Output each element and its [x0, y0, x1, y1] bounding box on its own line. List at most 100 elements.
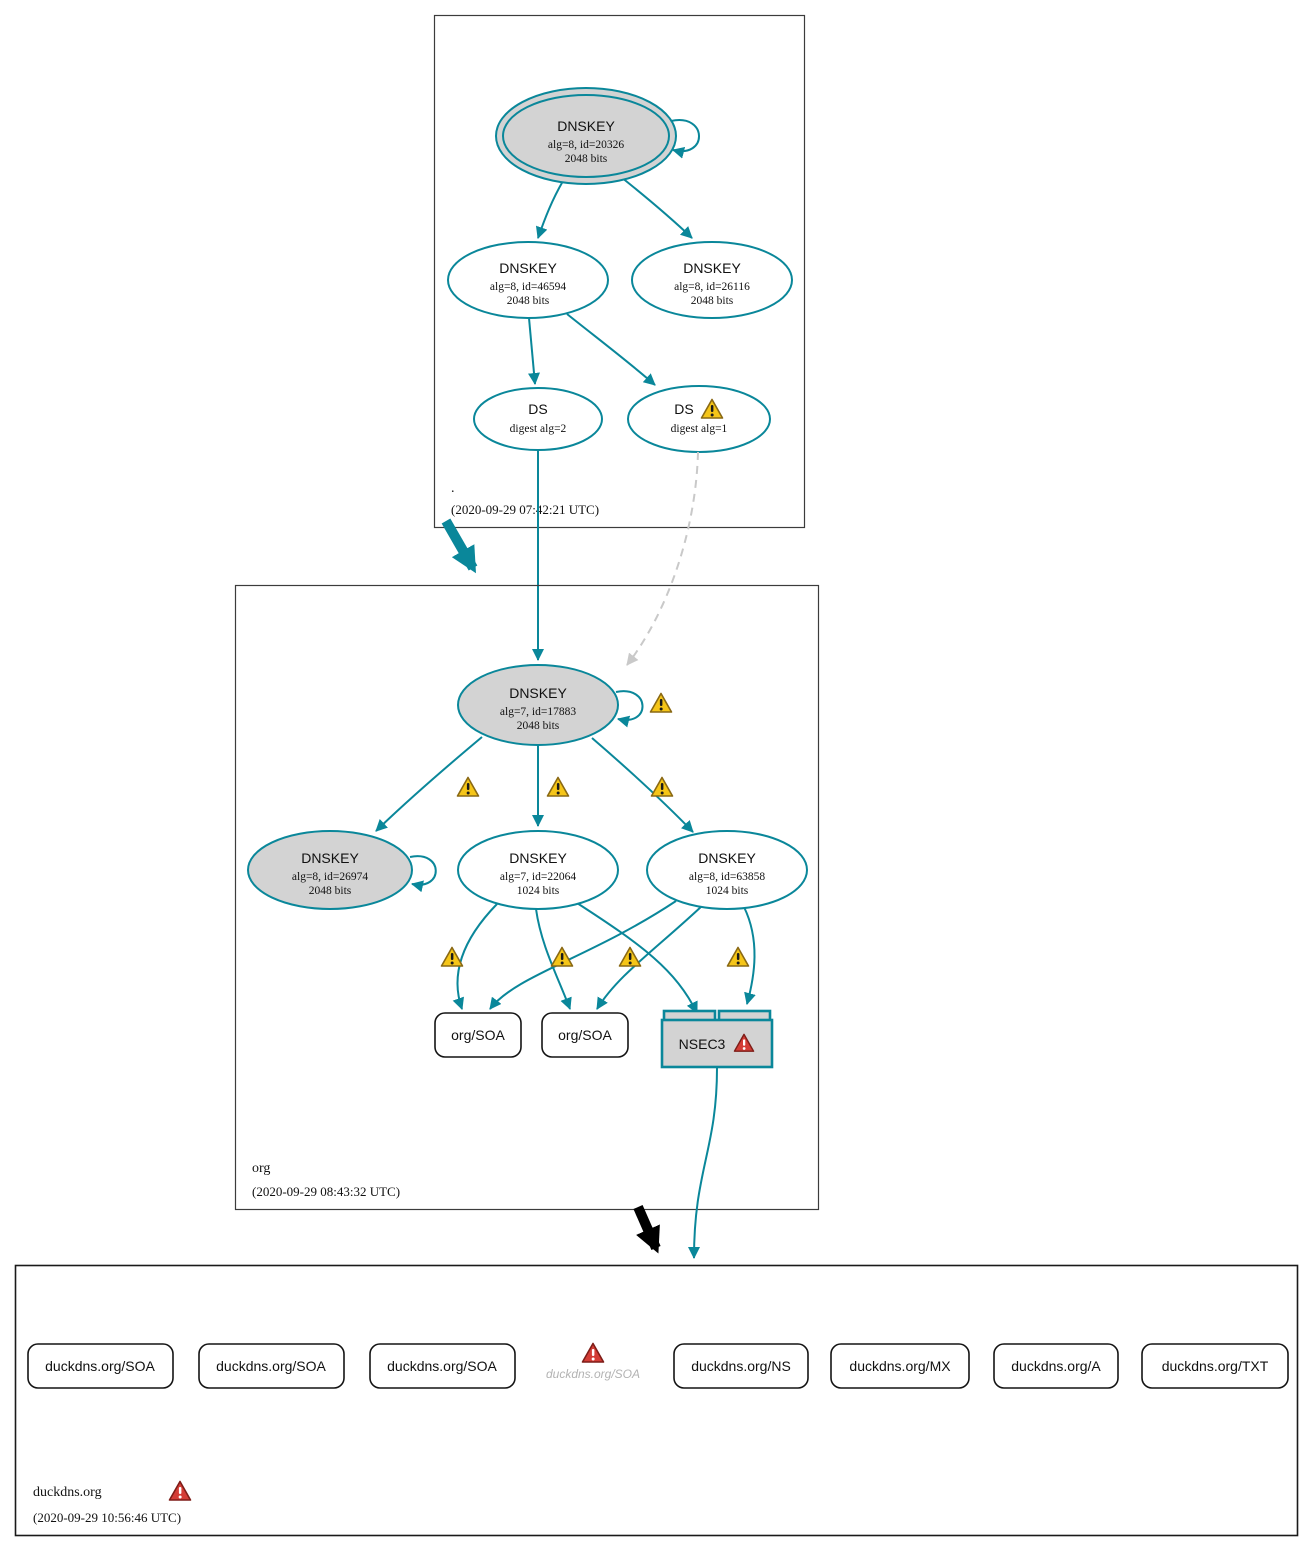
- node-org-dnskey-26974-title: DNSKEY: [301, 850, 359, 866]
- node-duckdns-ns: duckdns.org/NS: [673, 1343, 809, 1389]
- node-org-dnskey-63858-detail: alg=8, id=63858: [689, 871, 765, 883]
- node-org-dnskey-26974: DNSKEY alg=8, id=26974 2048 bits: [247, 830, 413, 910]
- node-org-soa-left: org/SOA: [434, 1012, 522, 1058]
- node-root-ds-alg1-detail: digest alg=1: [671, 423, 728, 435]
- edge-root-ksk-selfsign: [670, 119, 700, 159]
- node-org-soa-right-shape: [541, 1012, 629, 1058]
- node-org-dnskey-22064-shape: [457, 830, 619, 910]
- node-root-dnskey-26116: DNSKEY alg=8, id=26116 2048 bits: [631, 241, 793, 319]
- node-org-ksk-shape: [457, 664, 619, 746]
- edge-22064-to-soa-left: [452, 903, 498, 1010]
- node-org-soa-right: org/SOA: [541, 1012, 629, 1058]
- zone-duckdns-label: duckdns.org: [33, 1485, 102, 1500]
- error-icon: [581, 1342, 605, 1363]
- node-duckdns-ns-shape: [673, 1343, 809, 1389]
- zone-org: DNSKEY alg=7, id=17883 2048 bits DNSKEY …: [234, 584, 820, 1211]
- edge-22064-to-soa-right: [535, 908, 572, 1010]
- zone-org-label: org: [252, 1161, 270, 1176]
- zone-duckdns-timestamp: (2020-09-29 10:56:46 UTC): [33, 1510, 181, 1525]
- node-duckdns-mx: duckdns.org/MX: [830, 1343, 970, 1389]
- warning-icon: [650, 776, 674, 797]
- warning-icon: [649, 692, 673, 713]
- node-root-ds-alg1: DS digest alg=1: [627, 385, 771, 453]
- node-root-ksk-outer: [495, 87, 677, 185]
- node-root-ksk-dnskey-20326: DNSKEY alg=8, id=20326 2048 bits: [495, 87, 677, 185]
- node-duckdns-a-label: duckdns.org/A: [1011, 1358, 1101, 1374]
- edge-ds1-to-org-ksk-insecure: [626, 451, 699, 666]
- warning-icon: [456, 776, 480, 797]
- node-org-nsec3-shape: [660, 1018, 774, 1069]
- node-root-dnskey-26116-shape: [631, 241, 793, 319]
- node-duckdns-soa-1-shape: [27, 1343, 174, 1389]
- warning-icon: [550, 946, 574, 967]
- edge-delegation-org-to-duckdns: [633, 1204, 661, 1254]
- node-root-dnskey-46594-size: 2048 bits: [507, 295, 550, 307]
- zone-org-border: [234, 584, 820, 1211]
- node-root-ds-alg1-title: DS: [674, 401, 693, 417]
- node-duckdns-soa-3-label: duckdns.org/SOA: [387, 1358, 497, 1374]
- node-root-dnskey-46594-shape: [447, 241, 609, 319]
- node-org-ksk-title: DNSKEY: [509, 685, 567, 701]
- node-root-ds-alg2-title: DS: [528, 401, 547, 417]
- edge-root-ksk-to-zsk-right: [620, 176, 693, 239]
- node-root-dnskey-26116-detail: alg=8, id=26116: [674, 281, 750, 293]
- node-org-nsec3: NSEC3: [660, 1009, 774, 1069]
- node-root-dnskey-46594-title: DNSKEY: [499, 260, 557, 276]
- node-org-dnskey-22064-title: DNSKEY: [509, 850, 567, 866]
- node-org-dnskey-63858-size: 1024 bits: [706, 885, 749, 897]
- node-org-dnskey-63858-title: DNSKEY: [698, 850, 756, 866]
- node-root-ds-alg1-shape: [627, 385, 771, 453]
- node-duckdns-soa-2-shape: [198, 1343, 345, 1389]
- node-root-dnskey-46594-detail: alg=8, id=46594: [490, 281, 566, 293]
- edge-root-ksk-to-zsk-left: [535, 180, 564, 239]
- node-org-dnskey-22064-detail: alg=7, id=22064: [500, 871, 576, 883]
- node-org-dnskey-22064: DNSKEY alg=7, id=22064 1024 bits: [457, 830, 619, 910]
- warning-icon: [618, 946, 642, 967]
- node-org-nsec3-label: NSEC3: [679, 1036, 726, 1052]
- node-root-dnskey-46594: DNSKEY alg=8, id=46594 2048 bits: [447, 241, 609, 319]
- warning-icon: [546, 776, 570, 797]
- edge-nsec3-to-duckdns: [688, 1067, 718, 1259]
- node-root-ksk-detail: alg=8, id=20326: [548, 139, 624, 151]
- error-icon: [168, 1480, 192, 1501]
- node-duckdns-soa-3-shape: [369, 1343, 516, 1389]
- node-duckdns-soa-1-label: duckdns.org/SOA: [45, 1358, 155, 1374]
- node-duckdns-a-shape: [993, 1343, 1119, 1389]
- node-root-ds-alg2: DS digest alg=2: [473, 387, 603, 451]
- node-org-dnskey-63858: DNSKEY alg=8, id=63858 1024 bits: [646, 830, 808, 910]
- edge-delegation-root-to-org: [441, 518, 478, 574]
- node-org-soa-left-shape: [434, 1012, 522, 1058]
- node-org-dnskey-26974-shape: [247, 830, 413, 910]
- zone-root-border: [433, 14, 806, 529]
- node-root-dnskey-26116-title: DNSKEY: [683, 260, 741, 276]
- node-duckdns-txt: duckdns.org/TXT: [1141, 1343, 1289, 1389]
- node-org-dnskey-26974-detail: alg=8, id=26974: [292, 871, 368, 883]
- node-org-ksk-detail: alg=7, id=17883: [500, 706, 576, 718]
- node-duckdns-soa-2: duckdns.org/SOA: [198, 1343, 345, 1389]
- node-duckdns-mx-label: duckdns.org/MX: [849, 1358, 951, 1374]
- edge-org-dnskey-26974-selfsign: [409, 855, 437, 893]
- node-duckdns-txt-shape: [1141, 1343, 1289, 1389]
- warning-icon: [440, 946, 464, 967]
- node-duckdns-soa-2-label: duckdns.org/SOA: [216, 1358, 326, 1374]
- node-duckdns-soa-3: duckdns.org/SOA: [369, 1343, 516, 1389]
- edge-22064-to-nsec3: [576, 902, 698, 1014]
- node-root-ksk-title: DNSKEY: [557, 118, 615, 134]
- zone-root: DNSKEY alg=8, id=20326 2048 bits DNSKEY …: [433, 14, 806, 529]
- node-org-soa-left-label: org/SOA: [451, 1027, 505, 1043]
- node-org-dnskey-63858-shape: [646, 830, 808, 910]
- zone-duckdns-border: [14, 1264, 1299, 1537]
- zone-root-label: .: [451, 481, 455, 496]
- edge-org-ksk-to-dnskey-26974: [375, 736, 483, 832]
- edge-63858-to-nsec3: [743, 906, 756, 1005]
- node-duckdns-soa-error-label: duckdns.org/SOA: [546, 1367, 640, 1381]
- node-duckdns-a: duckdns.org/A: [993, 1343, 1119, 1389]
- edge-root-zsk-to-ds1: [566, 313, 656, 386]
- node-root-ds-alg2-detail: digest alg=2: [510, 423, 567, 435]
- node-org-dnskey-22064-size: 1024 bits: [517, 885, 560, 897]
- node-duckdns-txt-label: duckdns.org/TXT: [1162, 1358, 1269, 1374]
- edge-org-ksk-selfsign: [615, 690, 644, 728]
- node-org-ksk-size: 2048 bits: [517, 720, 560, 732]
